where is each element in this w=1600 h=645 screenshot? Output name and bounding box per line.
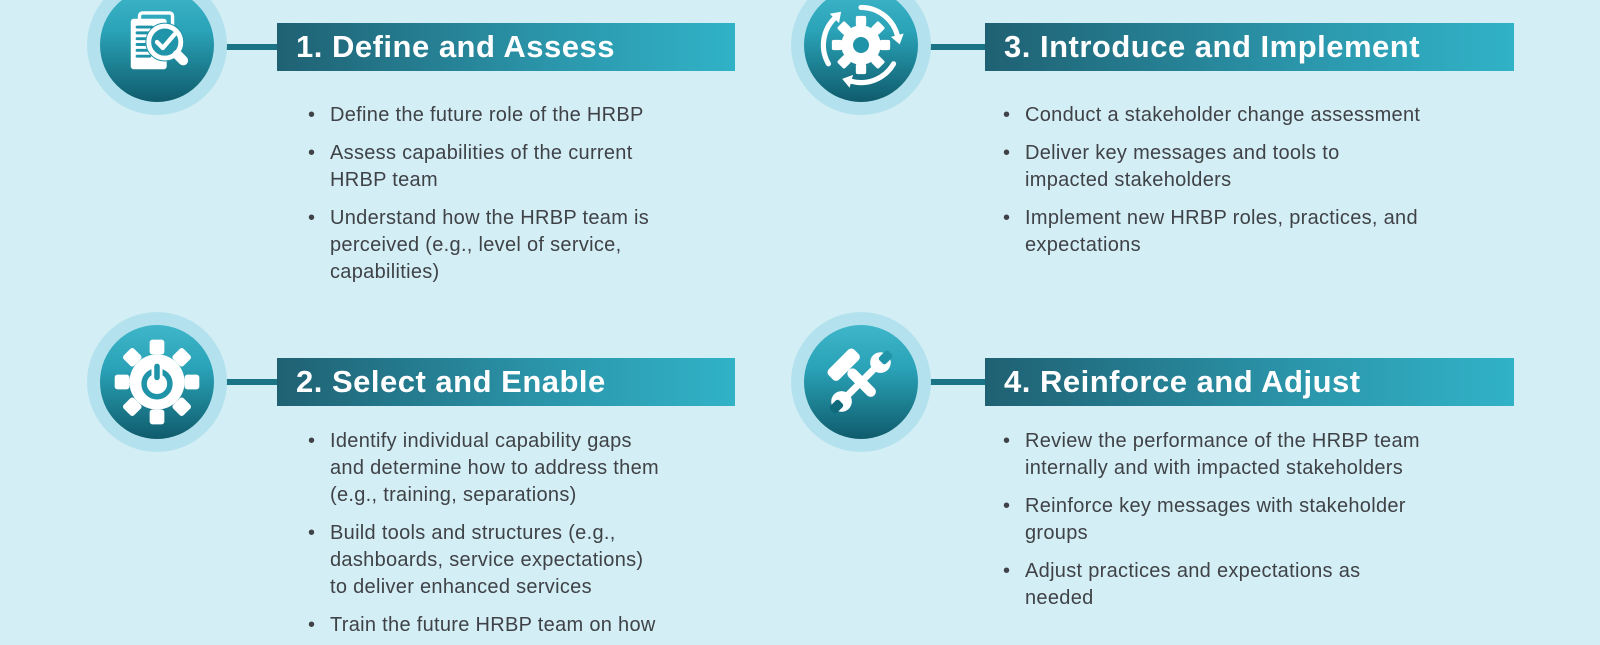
bullet-text: Understand how the HRBP team is perceive…: [330, 207, 650, 283]
bullet-text: Identify individual capability gaps and …: [330, 430, 659, 506]
power-gear-icon: [114, 339, 200, 425]
bullet-dot: •: [1003, 495, 1011, 517]
step-2-icon-circle: [100, 325, 214, 439]
bullet-text: Assess capabilities of the current HRBP …: [330, 142, 633, 191]
bullet-dot: •: [1003, 142, 1011, 164]
step-3-icon-halo: [791, 0, 931, 115]
step-1-bullet-list: • Define the future role of the HRBP • A…: [308, 102, 808, 297]
step-4-icon-circle: [804, 325, 918, 439]
list-item: • Deliver key messages and tools to impa…: [1003, 140, 1563, 194]
bullet-dot: •: [308, 104, 316, 126]
step-2-title: 2. Select and Enable: [296, 364, 606, 399]
bullet-text: Reinforce key messages with stakeholder …: [1025, 495, 1406, 544]
step-4-title: 4. Reinforce and Adjust: [1004, 364, 1361, 399]
list-item: • Adjust practices and expectations as n…: [1003, 558, 1563, 612]
bullet-dot: •: [308, 207, 316, 229]
list-item: • Understand how the HRBP team is percei…: [308, 205, 808, 286]
step-3-icon-circle: [804, 0, 918, 102]
step-1-icon-halo: [87, 0, 227, 115]
bullet-text: Adjust practices and expectations as nee…: [1025, 560, 1361, 609]
hammer-wrench-icon: [827, 348, 893, 414]
bullet-text: Build tools and structures (e.g., dashbo…: [330, 522, 644, 598]
process-cycle-gear-icon: [814, 4, 904, 92]
step-2-icon-halo: [87, 312, 227, 452]
bullet-dot: •: [308, 522, 316, 544]
step-3-banner: 3. Introduce and Implement: [985, 23, 1514, 71]
bullet-dot: •: [308, 142, 316, 164]
list-item: • Conduct a stakeholder change assessmen…: [1003, 102, 1563, 129]
list-item: • Review the performance of the HRBP tea…: [1003, 428, 1563, 482]
bullet-dot: •: [308, 430, 316, 452]
bullet-text: Define the future role of the HRBP: [330, 104, 644, 126]
document-check-search-icon: [130, 11, 189, 70]
step-2-banner: 2. Select and Enable: [277, 358, 735, 406]
list-item: • Train the future HRBP team on how: [308, 612, 808, 639]
bullet-text: Conduct a stakeholder change assessment: [1025, 104, 1421, 126]
step-3-title: 3. Introduce and Implement: [1004, 29, 1421, 64]
bullet-dot: •: [308, 614, 316, 636]
list-item: • Identify individual capability gaps an…: [308, 428, 808, 509]
bullet-text: Deliver key messages and tools to impact…: [1025, 142, 1340, 191]
step-1-banner: 1. Define and Assess: [277, 23, 735, 71]
list-item: • Reinforce key messages with stakeholde…: [1003, 493, 1563, 547]
step-1-title: 1. Define and Assess: [296, 29, 615, 64]
bullet-dot: •: [1003, 104, 1011, 126]
bullet-dot: •: [1003, 560, 1011, 582]
list-item: • Build tools and structures (e.g., dash…: [308, 520, 808, 601]
list-item: • Define the future role of the HRBP: [308, 102, 808, 129]
step-1-icon-circle: [100, 0, 214, 102]
list-item: • Implement new HRBP roles, practices, a…: [1003, 205, 1563, 259]
step-4-banner: 4. Reinforce and Adjust: [985, 358, 1514, 406]
list-item: • Assess capabilities of the current HRB…: [308, 140, 808, 194]
step-3-bullet-list: • Conduct a stakeholder change assessmen…: [1003, 102, 1563, 270]
step-4-bullet-list: • Review the performance of the HRBP tea…: [1003, 428, 1563, 623]
bullet-text: Implement new HRBP roles, practices, and…: [1025, 207, 1418, 256]
bullet-dot: •: [1003, 207, 1011, 229]
bullet-text: Train the future HRBP team on how: [330, 614, 656, 636]
step-2-bullet-list: • Identify individual capability gaps an…: [308, 428, 808, 645]
bullet-dot: •: [1003, 430, 1011, 452]
bullet-text: Review the performance of the HRBP team …: [1025, 430, 1420, 479]
step-4-icon-halo: [791, 312, 931, 452]
